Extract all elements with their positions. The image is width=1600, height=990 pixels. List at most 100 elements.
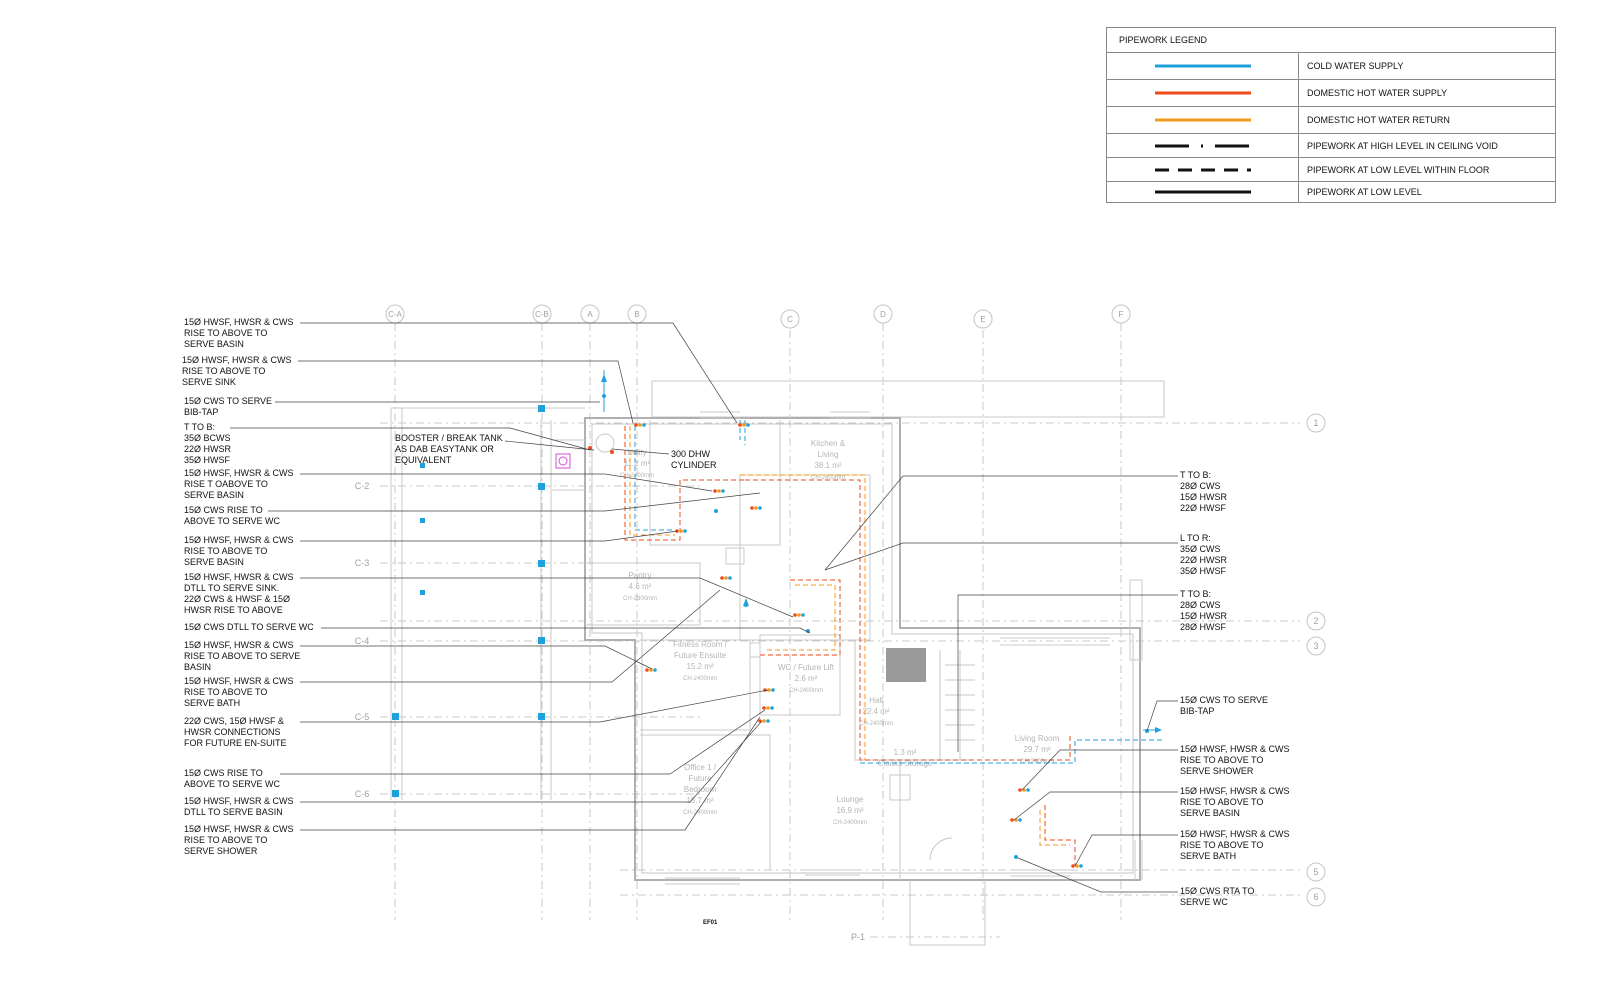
- svg-text:T TO B:: T TO B:: [1180, 589, 1211, 599]
- svg-text:15Ø CWS TO SERVE: 15Ø CWS TO SERVE: [184, 396, 272, 406]
- legend-row: PIPEWORK AT HIGH LEVEL IN CEILING VOID: [1107, 134, 1555, 158]
- pipe-hwr-wc: [765, 584, 836, 651]
- svg-text:CH-2300mm: CH-2300mm: [623, 596, 657, 602]
- svg-text:15Ø HWSR: 15Ø HWSR: [1180, 492, 1228, 502]
- leader-line: [1013, 791, 1178, 821]
- leader-line: [1074, 834, 1178, 867]
- svg-text:RISE TO ABOVE TO: RISE TO ABOVE TO: [1180, 755, 1263, 765]
- side-window-2: [1134, 840, 1143, 880]
- leader-line: [268, 492, 761, 512]
- svg-text:15Ø CWS RTA TO: 15Ø CWS RTA TO: [1180, 886, 1254, 896]
- svg-text:RISE TO ABOVE TO: RISE TO ABOVE TO: [1180, 840, 1263, 850]
- window-lounge: [805, 869, 860, 876]
- leader-line: [300, 473, 713, 492]
- svg-text:EQUIVALENT: EQUIVALENT: [395, 455, 452, 465]
- inner-wall: [591, 423, 1134, 874]
- pipe-lr-basin: [1039, 810, 1070, 846]
- leader-line: [957, 594, 1178, 752]
- svg-text:22Ø HWSF: 22Ø HWSF: [1180, 503, 1227, 513]
- leader-line: [611, 448, 670, 455]
- legend-line-sample: [1107, 53, 1299, 79]
- svg-text:Hall: Hall: [869, 696, 883, 705]
- legend-line-sample: [1107, 158, 1299, 181]
- legend-label: DOMESTIC HOT WATER RETURN: [1307, 115, 1450, 125]
- svg-text:Future: Future: [688, 774, 712, 783]
- note-leaders: [230, 322, 1178, 893]
- svg-text:22Ø CWS & HWSF & 15Ø: 22Ø CWS & HWSF & 15Ø: [184, 594, 290, 604]
- legend-row: DOMESTIC HOT WATER SUPPLY: [1107, 80, 1555, 107]
- pipe-hw-return-main: [740, 474, 866, 760]
- svg-text:Lounge: Lounge: [837, 795, 864, 804]
- legend-label: PIPEWORK AT LOW LEVEL: [1307, 187, 1422, 197]
- roof-outline: [651, 380, 1165, 418]
- svg-text:29.7 m²: 29.7 m²: [1023, 745, 1050, 754]
- svg-text:15Ø CWS TO SERVE: 15Ø CWS TO SERVE: [1180, 695, 1268, 705]
- fitness-walls: [640, 639, 751, 731]
- svg-text:35Ø HWSF: 35Ø HWSF: [1180, 566, 1227, 576]
- grid-bubble-column: C-A: [385, 304, 405, 324]
- svg-text:Fitness Room /: Fitness Room /: [673, 640, 728, 649]
- fitting-marker: [713, 489, 725, 493]
- legend-row: DOMESTIC HOT WATER RETURN: [1107, 107, 1555, 134]
- svg-text:15.7 m²: 15.7 m²: [686, 796, 713, 805]
- svg-text:C-A: C-A: [388, 310, 402, 319]
- grid-label-bottom: P-1: [851, 932, 865, 942]
- leader-line: [1021, 749, 1178, 791]
- svg-text:2: 2: [1313, 616, 1318, 626]
- svg-text:Kitchen &: Kitchen &: [811, 439, 846, 448]
- svg-text:BIB-TAP: BIB-TAP: [1180, 706, 1214, 716]
- svg-text:Pantry: Pantry: [628, 571, 651, 580]
- lounge-walls: [889, 760, 911, 880]
- grid-label-left-row: C-6: [355, 789, 370, 799]
- svg-text:15Ø HWSR: 15Ø HWSR: [1180, 611, 1228, 621]
- svg-text:15Ø HWSF, HWSR & CWS: 15Ø HWSF, HWSR & CWS: [184, 824, 294, 834]
- basin-outline: [749, 642, 761, 658]
- fitting-marker: [675, 529, 687, 533]
- cws-point-marker: [588, 446, 592, 450]
- svg-text:15Ø HWSF, HWSR & CWS: 15Ø HWSF, HWSR & CWS: [184, 572, 294, 582]
- pipe-hw-return: [629, 426, 675, 536]
- svg-text:28Ø HWSF: 28Ø HWSF: [1180, 622, 1227, 632]
- svg-text:T TO B:: T TO B:: [184, 422, 215, 432]
- svg-text:15.2 m²: 15.2 m²: [686, 662, 713, 671]
- cylinder-outline: [595, 433, 615, 453]
- svg-text:B: B: [634, 310, 639, 319]
- legend-line-sample: [1107, 80, 1299, 106]
- legend-label: COLD WATER SUPPLY: [1307, 61, 1404, 71]
- fitting-marker: [762, 706, 774, 710]
- svg-text:BIB-TAP: BIB-TAP: [184, 407, 218, 417]
- cws-point-marker: [1014, 855, 1018, 859]
- svg-text:SERVE SINK: SERVE SINK: [182, 377, 236, 387]
- door-swing: [929, 837, 953, 861]
- utility-walls: [649, 420, 781, 546]
- svg-text:6: 6: [1313, 892, 1318, 902]
- svg-text:15Ø CWS DTLL TO SERVE WC: 15Ø CWS DTLL TO SERVE WC: [184, 622, 314, 632]
- fitting-marker: [758, 719, 770, 723]
- leader-line: [824, 475, 1178, 571]
- svg-text:RISE TO ABOVE TO: RISE TO ABOVE TO: [184, 687, 267, 697]
- svg-text:15Ø HWSF, HWSR & CWS: 15Ø HWSF, HWSR & CWS: [1180, 829, 1290, 839]
- svg-text:RISE TO ABOVE TO: RISE TO ABOVE TO: [184, 835, 267, 845]
- svg-text:SERVE WC: SERVE WC: [1180, 897, 1228, 907]
- svg-text:BOOSTER / BREAK TANK: BOOSTER / BREAK TANK: [395, 433, 503, 443]
- svg-text:SERVE BATH: SERVE BATH: [184, 698, 240, 708]
- svg-text:RISE TO ABOVE TO SERVE: RISE TO ABOVE TO SERVE: [184, 651, 300, 661]
- legend-row: PIPEWORK AT LOW LEVEL: [1107, 182, 1555, 202]
- grid-label-left-row: C-3: [355, 558, 370, 568]
